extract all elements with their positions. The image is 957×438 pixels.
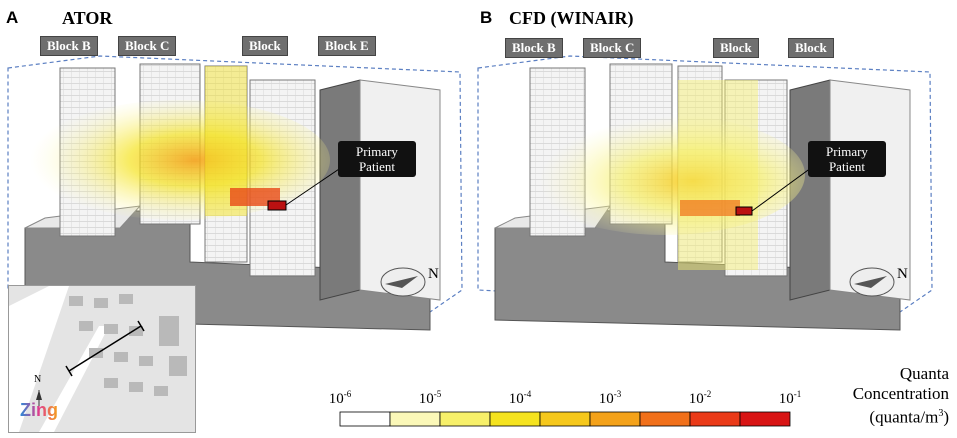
dark-block-a [319,79,361,301]
panel-b-scene [477,55,933,331]
panel-a-title: ATOR [62,8,113,28]
inset-map: N [8,285,196,433]
legend-swatch-4 [539,411,591,427]
patient-label-a-line1: Primary [356,144,398,159]
north-label-b: N [897,266,908,282]
zing-watermark: Zing [20,400,58,421]
primary-patient-callout-b: Primary Patient [808,141,886,177]
legend-swatch-0 [339,411,391,427]
legend-swatch-6 [639,411,691,427]
primary-patient-callout-a: Primary Patient [338,141,416,177]
legend-tick-label: 10-2 [688,389,712,407]
panel-b-letter: B [480,8,493,27]
panel-b-title: CFD (WINAIR) [509,8,634,28]
legend-tick-label: 10-5 [418,389,442,407]
legend-tick-label: 10-4 [508,389,532,407]
block-label-a-3: Block [242,36,288,56]
legend-tick-label: 10-3 [598,389,622,407]
domain-box-b [477,55,933,313]
block-label-b-1: Block B [505,38,563,58]
legend-title: Quanta Concentration (quanta/m3) [853,364,949,428]
inset-map-drawing [9,286,195,432]
legend-title-line1: Quanta [899,364,949,383]
patient-marker-b [735,206,753,216]
inset-north-label: N [34,374,42,385]
patient-label-a-line2: Patient [358,159,396,174]
patient-label-b-line1: Primary [826,144,868,159]
patient-leader-b [751,164,816,212]
legend-title-line3: (quanta/m3) [869,407,949,427]
block-label-b-3: Block [713,38,759,58]
legend-title-line2: Concentration [852,384,949,403]
legend-tick-label: 10-6 [328,389,352,407]
block-label-b-4: Block [788,38,834,58]
patient-marker-a [267,200,287,211]
panel-a-letter: A [6,8,19,27]
legend-swatch-2 [439,411,491,427]
panel-a-scene [7,55,463,331]
legend-swatch-5 [589,411,641,427]
legend-swatch-1 [389,411,441,427]
legend-colorbar [339,411,791,427]
block-label-a-2: Block C [118,36,177,56]
block-label-a-1: Block B [40,36,98,56]
block-label-b-2: Block C [583,38,642,58]
domain-box-a [7,55,463,313]
legend-swatch-7 [689,411,741,427]
legend-tick-label: 10-1 [778,389,802,407]
zing-watermark-text: Zing [20,400,58,420]
patient-label-b-line2: Patient [828,159,866,174]
plume-b [525,115,805,235]
block-label-a-4: Block E [318,36,376,56]
legend-swatch-3 [489,411,541,427]
legend-swatch-8 [739,411,791,427]
patient-leader-a [285,164,346,206]
north-label-a: N [428,266,439,282]
